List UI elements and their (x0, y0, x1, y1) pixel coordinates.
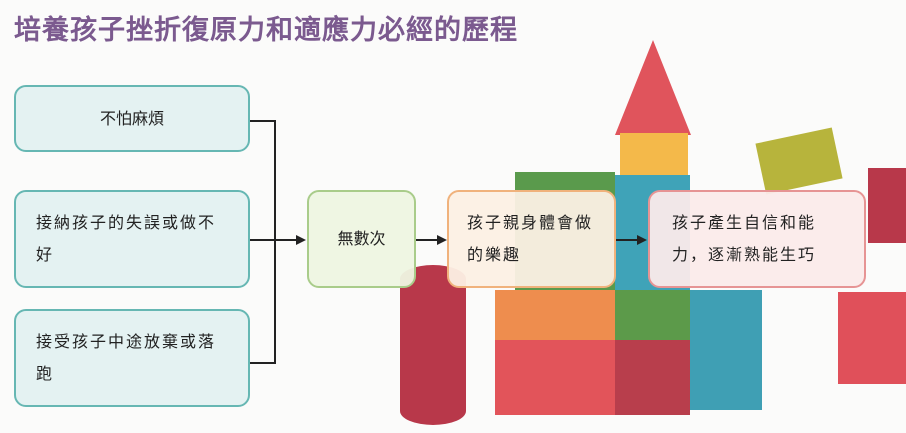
orange-block (495, 290, 615, 340)
teal-block-2 (690, 290, 762, 410)
connector (616, 239, 638, 241)
page-title: 培養孩子挫折復原力和適應力必經的歷程 (14, 15, 518, 46)
step-box-2: 孩子親身體會做的樂趣 (447, 190, 616, 288)
red-cylinder (400, 265, 466, 425)
step-label: 孩子產生自信和能力，逐漸熟能生巧 (672, 213, 817, 264)
input-box-1: 不怕麻煩 (14, 85, 250, 152)
red-block-right-2 (838, 292, 906, 384)
step-label: 無數次 (337, 229, 386, 248)
step-label: 孩子親身體會做的樂趣 (467, 213, 594, 264)
connector (250, 239, 296, 241)
olive-block (755, 127, 843, 195)
arrow-icon (637, 235, 647, 245)
input-label: 不怕麻煩 (99, 108, 164, 128)
maroon-block (615, 340, 690, 415)
arrow-icon (437, 235, 447, 245)
arrow-icon (296, 235, 306, 245)
input-box-2: 接納孩子的失誤或做不好 (14, 190, 250, 288)
red-block (495, 340, 617, 415)
step-box-1: 無數次 (307, 190, 416, 288)
input-label: 接受孩子中途放棄或落跑 (36, 332, 217, 383)
yellow-block (620, 133, 688, 175)
connector (416, 239, 438, 241)
input-box-3: 接受孩子中途放棄或落跑 (14, 309, 250, 407)
red-block-right (868, 168, 906, 243)
step-box-3: 孩子產生自信和能力，逐漸熟能生巧 (648, 190, 866, 288)
input-label: 接納孩子的失誤或做不好 (36, 213, 217, 264)
green-block-2 (615, 290, 690, 340)
connector (274, 120, 276, 364)
red-cone-block (615, 40, 691, 135)
connector (250, 362, 276, 364)
connector (250, 120, 276, 122)
